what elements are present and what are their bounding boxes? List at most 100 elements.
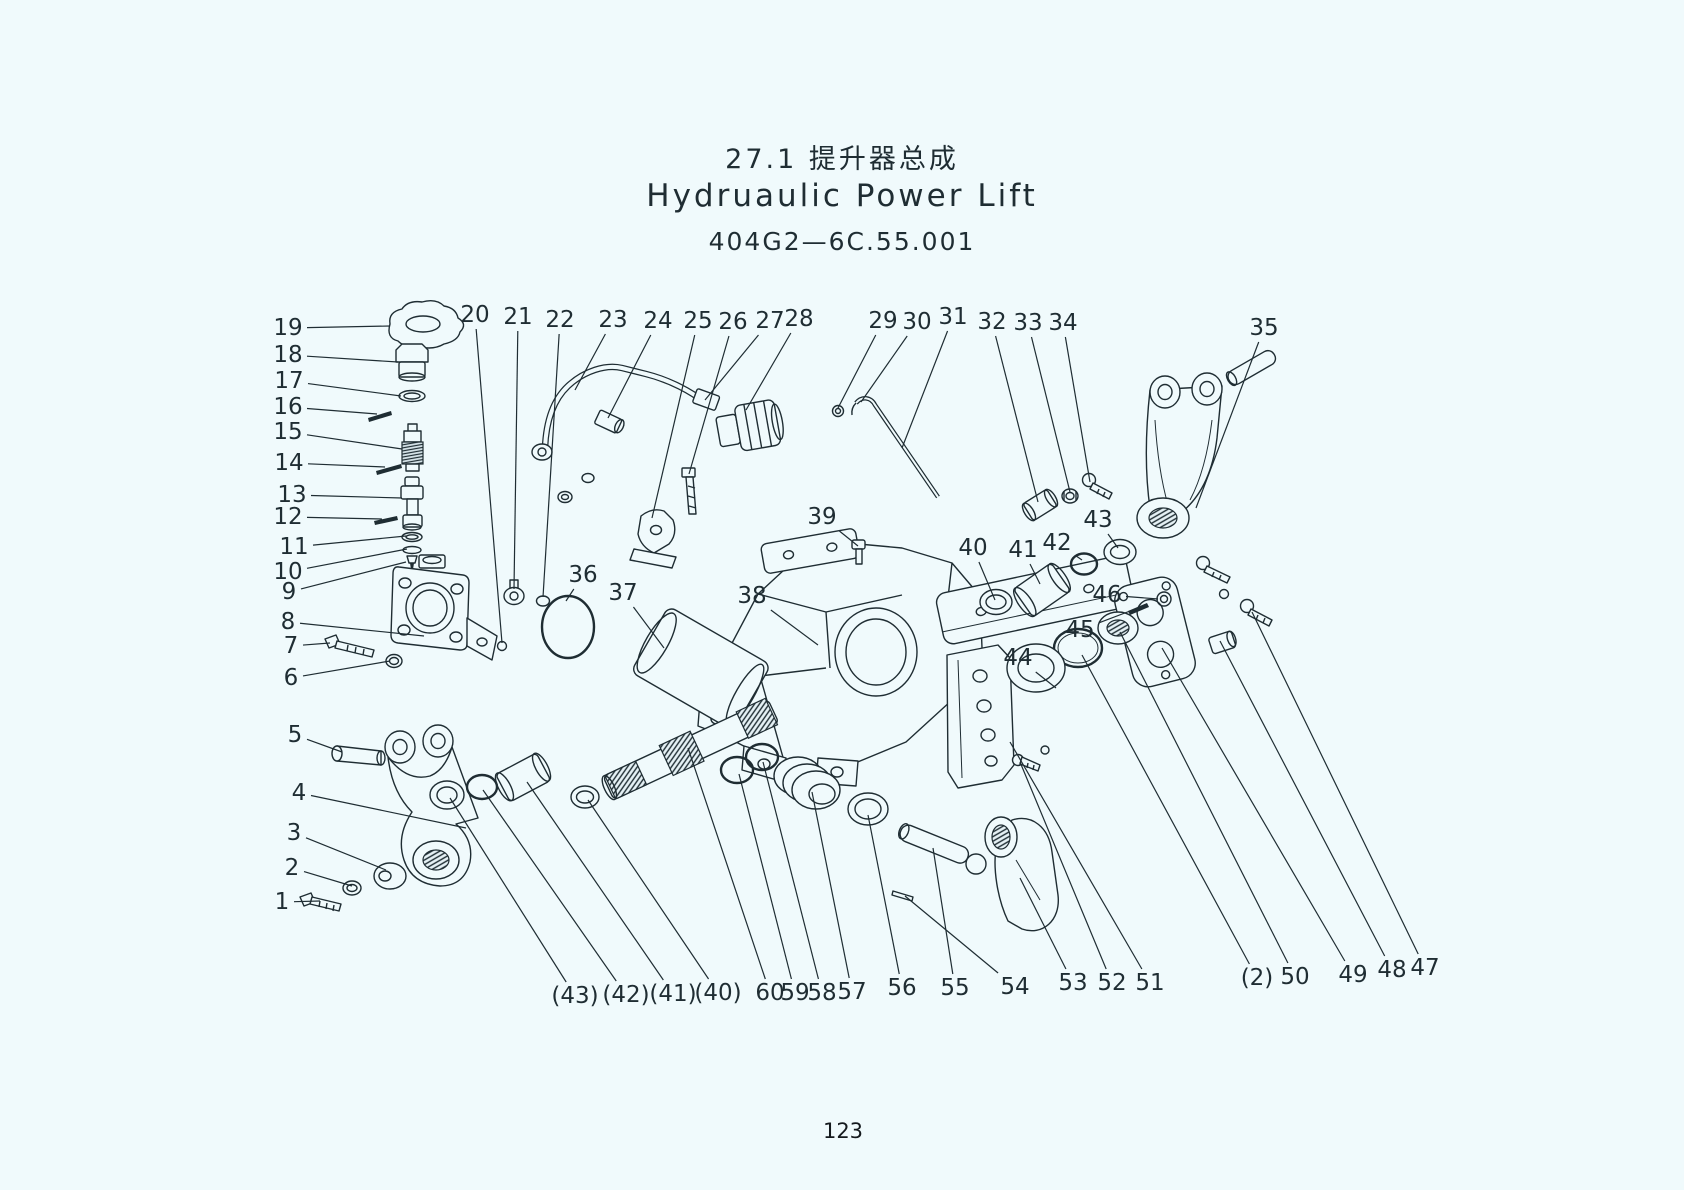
callout-label-12: 12 xyxy=(273,504,302,530)
part-link-rod xyxy=(831,396,940,499)
leader-line-40 xyxy=(978,561,996,601)
part-ring-40b xyxy=(570,785,600,809)
callout-label-39: 39 xyxy=(807,504,836,530)
part-pin-16 xyxy=(368,411,392,422)
part-oring-59 xyxy=(719,755,755,785)
callout-label-56: 56 xyxy=(887,975,916,1001)
part-cap-3 xyxy=(373,862,407,890)
part-valve-spool xyxy=(400,476,424,531)
callout-label-34: 34 xyxy=(1048,310,1077,336)
leader-line-33 xyxy=(1030,336,1071,493)
leader-line-47 xyxy=(1251,611,1419,955)
callout-label-54: 54 xyxy=(1000,974,1029,1000)
leader-line-10 xyxy=(306,548,408,569)
callout-label-16: 16 xyxy=(273,394,302,420)
part-bushing-41 xyxy=(1012,562,1072,618)
leader-line-12 xyxy=(306,516,383,520)
part-bolt-1 xyxy=(299,892,342,912)
leader-line-26 xyxy=(688,335,730,475)
leader-line-13 xyxy=(310,494,403,499)
leader-line-48 xyxy=(1219,640,1386,957)
callout-label-(43): (43) xyxy=(551,983,598,1009)
leader-line-(41) xyxy=(526,781,664,981)
part-ring-40 xyxy=(979,588,1013,616)
leader-line-(43) xyxy=(449,797,567,983)
leader-line-35 xyxy=(1195,341,1260,509)
leader-line-(2) xyxy=(1081,654,1250,965)
part-circlip-2 xyxy=(1052,627,1104,669)
callout-label-55: 55 xyxy=(940,975,969,1001)
part-oil-pipe-assembly xyxy=(496,363,784,652)
leader-line-27 xyxy=(704,334,759,401)
assembly-part-number: 404G2—6C.55.001 xyxy=(708,227,976,256)
part-lift-arm-left xyxy=(384,724,479,887)
callout-label-59: 59 xyxy=(780,980,809,1006)
part-key-12 xyxy=(374,516,398,525)
callout-label-10: 10 xyxy=(273,559,302,585)
callout-label-15: 15 xyxy=(273,419,302,445)
leader-line-30 xyxy=(860,335,908,403)
callout-label-1: 1 xyxy=(275,889,290,915)
part-plug-18 xyxy=(395,343,429,382)
leader-line-29 xyxy=(837,334,877,409)
leader-line-20 xyxy=(475,328,503,644)
leader-line-44 xyxy=(1035,671,1057,689)
callout-label-48: 48 xyxy=(1377,957,1406,983)
leader-line-11 xyxy=(312,535,407,546)
callout-label-29: 29 xyxy=(868,308,897,334)
part-piston-pin-55 xyxy=(898,823,987,875)
leader-line-54 xyxy=(904,895,999,974)
part-bolt-52 xyxy=(1011,745,1050,772)
part-splined-shaft xyxy=(601,697,779,801)
callout-label-(42): (42) xyxy=(602,982,649,1008)
leader-line-17 xyxy=(307,382,402,397)
callout-label-26: 26 xyxy=(718,309,747,335)
callout-label-53: 53 xyxy=(1058,970,1087,996)
leader-line-41 xyxy=(1029,563,1041,585)
part-pin-5 xyxy=(331,745,386,766)
callout-label-25: 25 xyxy=(683,308,712,334)
part-oring-58 xyxy=(744,742,780,772)
part-banjo-bolt xyxy=(594,409,625,434)
part-breather-plug xyxy=(851,539,866,565)
part-pipe-clamp xyxy=(629,509,677,569)
leader-line-3 xyxy=(305,837,387,871)
leader-line-57 xyxy=(811,791,850,979)
callout-label-27: 27 xyxy=(755,308,784,334)
page-number: 123 xyxy=(822,1119,864,1143)
leader-line-18 xyxy=(306,355,399,363)
callout-label-7: 7 xyxy=(284,633,299,659)
part-adjusting-stem xyxy=(401,423,424,472)
part-seal-ring-22 xyxy=(535,595,551,607)
callout-label-57: 57 xyxy=(837,979,866,1005)
callout-label-4: 4 xyxy=(292,780,307,806)
leader-line-1 xyxy=(293,900,321,903)
leader-line-15 xyxy=(306,434,403,450)
leader-line-50 xyxy=(1119,631,1289,964)
leader-line-49 xyxy=(1161,647,1346,962)
part-seal-washer-17 xyxy=(398,389,426,403)
part-splined-hub-50 xyxy=(1097,611,1139,645)
callout-label-(2): (2) xyxy=(1241,965,1274,991)
callout-label-11: 11 xyxy=(279,534,308,560)
leader-line-2 xyxy=(303,871,353,887)
leader-line-23 xyxy=(574,333,606,391)
leader-line-19 xyxy=(306,325,391,329)
leader-line-51 xyxy=(1009,741,1143,970)
leader-line-(40) xyxy=(587,799,710,980)
section-title-cn: 27.1 提升器总成 xyxy=(725,144,959,175)
leader-line-55 xyxy=(932,847,954,975)
leader-line-60 xyxy=(687,747,766,980)
callout-label-24: 24 xyxy=(643,308,672,334)
part-nut-48 xyxy=(1208,630,1237,655)
part-oring-42 xyxy=(1069,552,1099,576)
callout-label-28: 28 xyxy=(784,306,813,332)
part-piston-57 xyxy=(773,756,841,810)
callout-label-41: 41 xyxy=(1008,537,1037,563)
part-bushing-41b xyxy=(494,752,552,802)
part-pin-35 xyxy=(1225,349,1277,387)
leader-line-32 xyxy=(994,335,1039,503)
callout-label-38: 38 xyxy=(737,583,766,609)
leader-line-7 xyxy=(302,642,331,646)
